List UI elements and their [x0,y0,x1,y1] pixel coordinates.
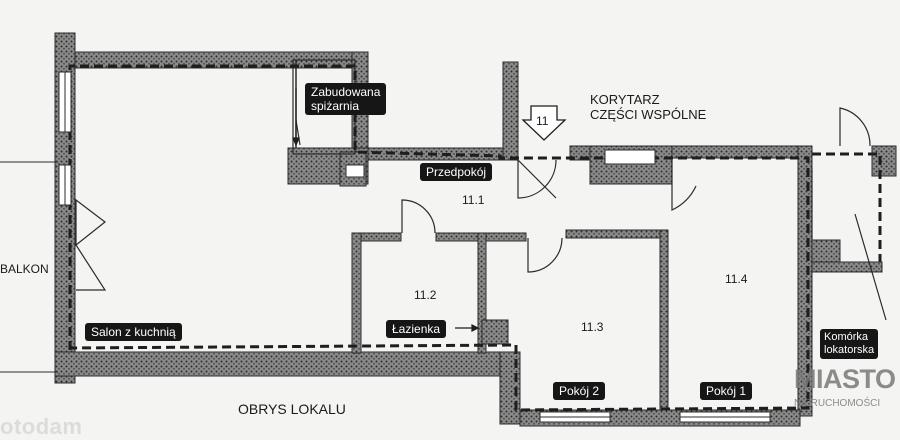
corridor-label: KORYTARZ CZĘŚCI WSPÓLNE [590,92,707,122]
agency-name: MIASTO [794,364,896,394]
balcony-label: BALKON [0,262,49,276]
windows [58,71,771,423]
bathroom-tag: Łazienka [386,320,447,338]
living-room-tag: Salon z kuchnią [85,323,182,341]
hall-tag: Przedpokój [420,163,493,181]
doors [75,107,887,321]
entrance-arrow-icon [521,105,567,141]
outline-label: OBRYS LOKALU [238,401,346,417]
pointer-arrows [292,88,480,332]
exterior-walls [54,32,897,427]
interior-walls [339,151,669,411]
hall-number: 11.1 [462,193,485,207]
room1-number: 11.4 [725,272,748,286]
pantry-tag: Zabudowana spiżarnia [305,83,387,115]
room1-tag: Pokój 1 [700,382,753,400]
pantry-shelves [345,164,365,178]
entrance-number: 11 [536,114,549,128]
agency-subtitle: NIERUCHOMOŚCI [794,398,881,409]
balcony-lines [0,161,58,373]
room2-tag: Pokój 2 [553,382,606,400]
agency-watermark: MIASTO NIERUCHOMOŚCI [786,322,900,434]
bathroom-number: 11.2 [414,288,437,302]
room2-number: 11.3 [581,320,604,334]
portal-watermark: otodam [0,414,83,439]
dashed-outline [68,64,882,412]
storage-tag: Komórka lokatorska [820,329,879,359]
